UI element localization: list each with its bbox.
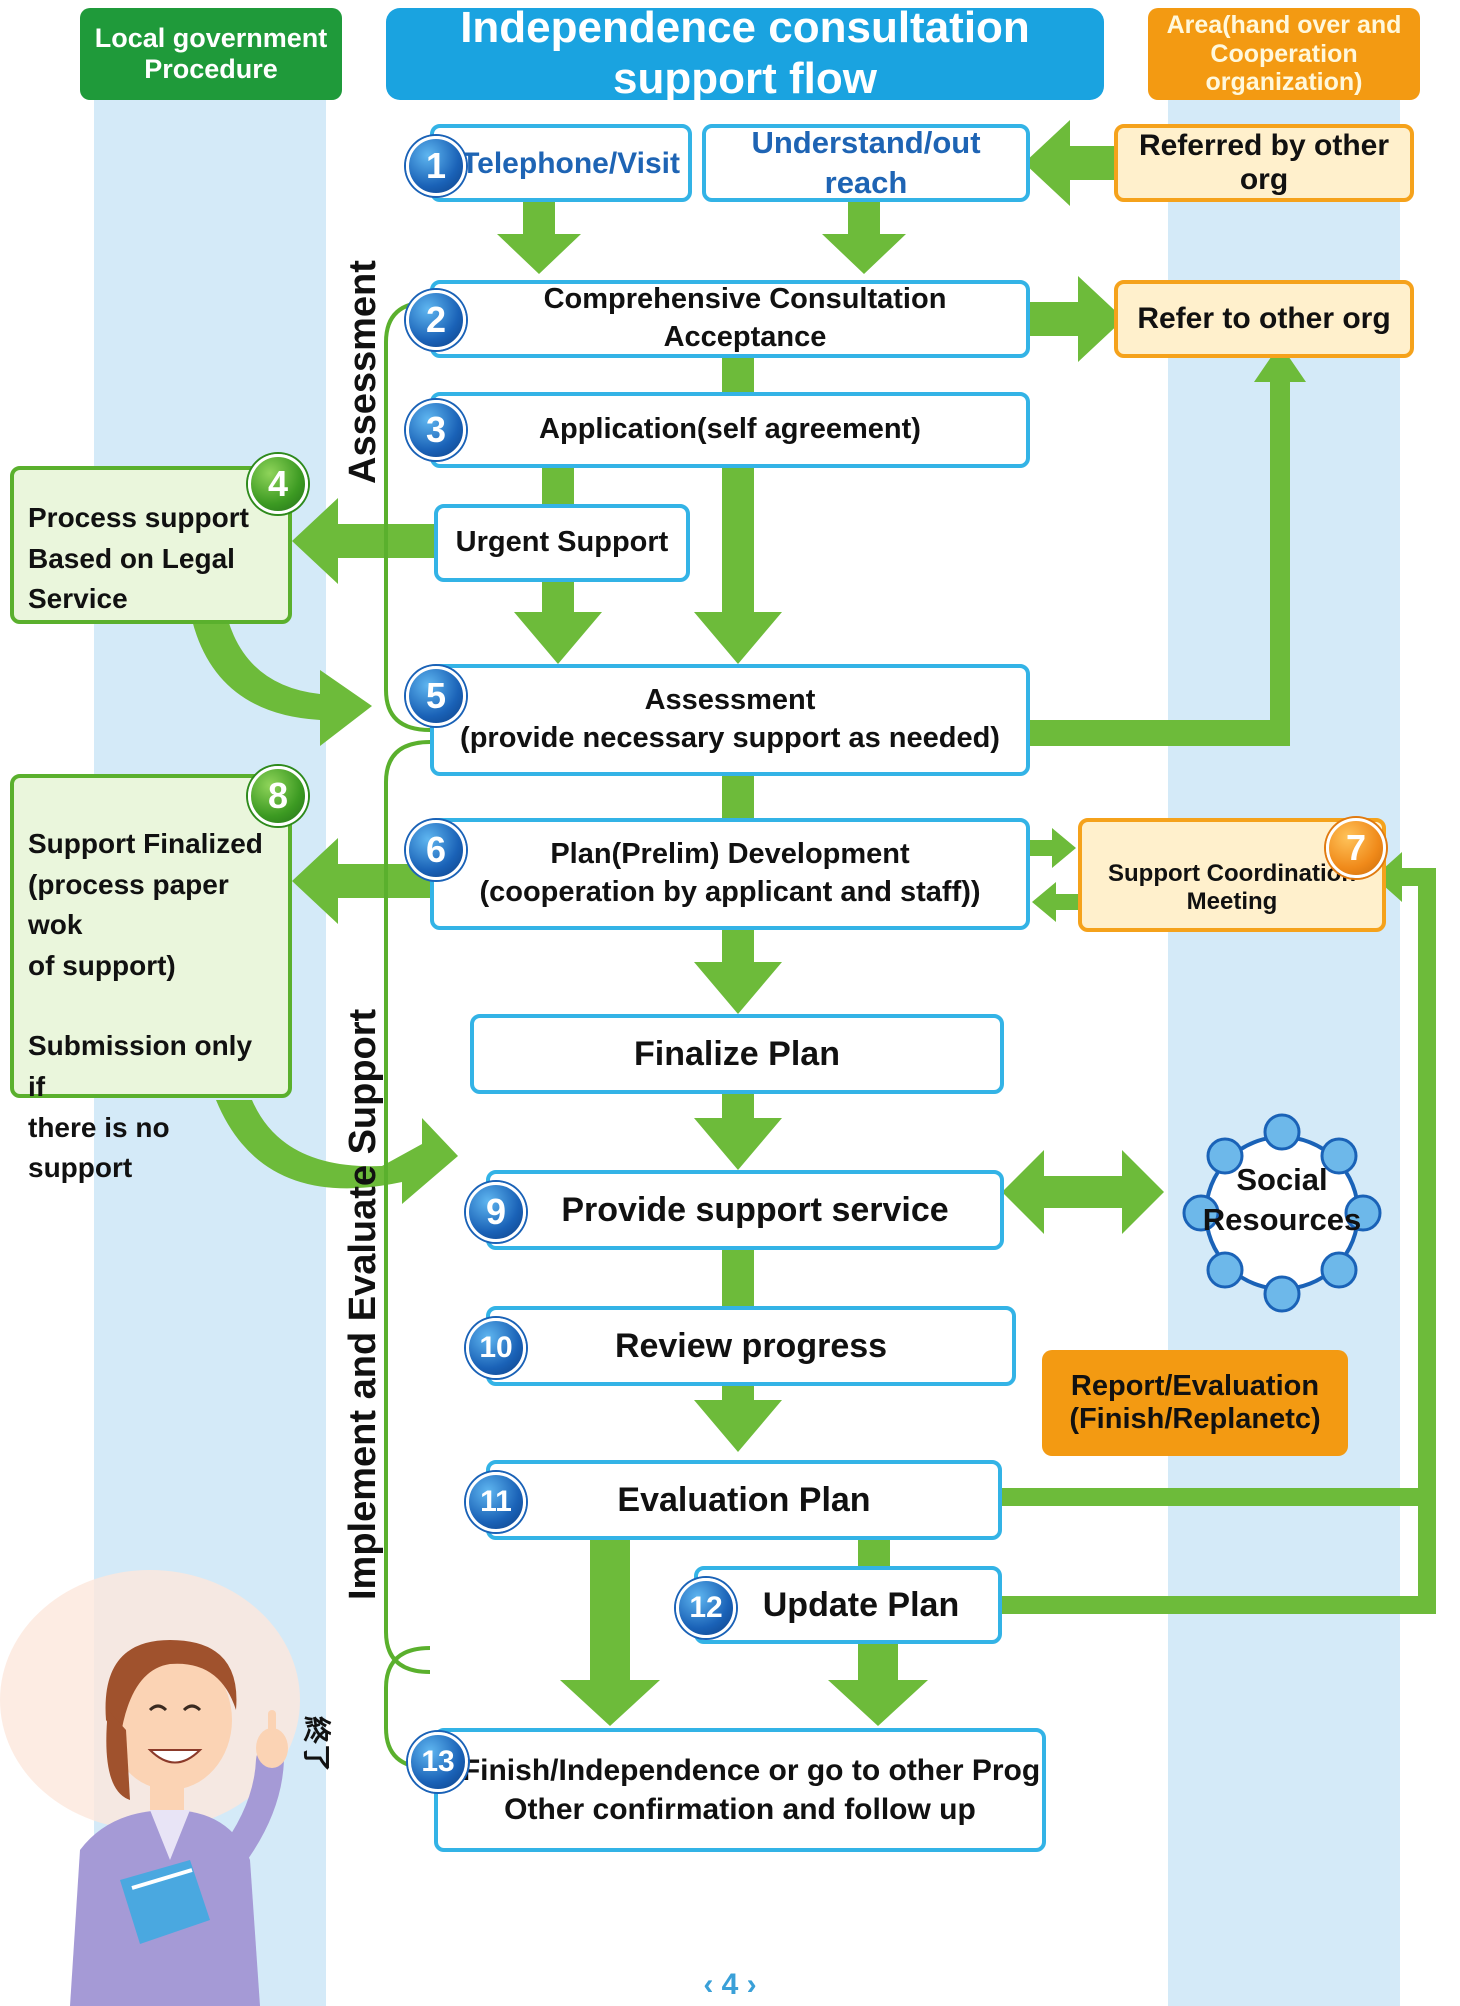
step-10-review-progress: Review progress <box>486 1306 1016 1386</box>
bracket-implement <box>384 740 431 1674</box>
arrow-urgent-to-5 <box>514 612 602 664</box>
arrow-refer-out <box>1030 276 1124 362</box>
arrow-finalize-to-9 <box>694 1118 782 1170</box>
line-3-urgent <box>542 466 574 504</box>
step-9-provide-support-service: Provide support service <box>486 1170 1004 1250</box>
step-5-assessment: Assessment (provide necessary support as… <box>430 664 1030 776</box>
header-local-government: Local government Procedure <box>80 8 342 100</box>
social-resources-label: Social Resources <box>1202 1162 1362 1238</box>
phase-assessment-label: Assessment <box>342 260 384 484</box>
arrow-9-social <box>1002 1150 1164 1234</box>
step-13-finish-independence: Finish/Independence or go to other Prog … <box>434 1728 1046 1852</box>
arrow-6-to-finalize <box>694 962 782 1014</box>
step-10-badge: 10 <box>466 1318 526 1378</box>
step-12-badge: 12 <box>676 1578 736 1638</box>
line-2-3 <box>722 354 754 394</box>
line-3-5 <box>722 466 754 616</box>
line-5-refer <box>1024 344 1306 746</box>
page-number: ‹ 4 › <box>703 1968 757 2001</box>
step-9-badge: 9 <box>466 1182 526 1242</box>
step-2-badge: 2 <box>406 290 466 350</box>
step-8-support-finalized: Support Finalized (process paper wok of … <box>10 774 292 1183</box>
step-8-badge: 8 <box>248 766 308 826</box>
arrow-8-to-finalize <box>216 1100 458 1204</box>
social-resources-ring <box>1182 1113 1382 1313</box>
step-5-badge: 5 <box>406 666 466 726</box>
finalize-plan: Finalize Plan <box>470 1014 1004 1094</box>
arrow-6-to-8 <box>292 838 434 924</box>
line-urgent-5 <box>542 580 574 616</box>
arrow-7-to-6 <box>1032 882 1078 922</box>
arrow-6-to-7 <box>1030 828 1076 868</box>
resource-node <box>1320 1251 1358 1289</box>
line-11-13 <box>590 1536 630 1686</box>
step-11-evaluation-plan: Evaluation Plan <box>486 1460 1002 1540</box>
arrow-main-to-5 <box>694 612 782 664</box>
step-6-plan-development: Plan(Prelim) Development (cooperation by… <box>430 818 1030 930</box>
step-12-update-plan: Update Plan <box>694 1566 1002 1644</box>
step-3-application: Application(self agreement) <box>430 392 1030 468</box>
resource-node <box>1182 1194 1220 1232</box>
step-2-consultation-acceptance: Comprehensive Consultation Acceptance <box>430 280 1030 358</box>
bracket-end <box>384 1646 431 1770</box>
line-11-12 <box>858 1536 890 1566</box>
line-12-right <box>1000 1596 1436 1614</box>
step-6-badge: 6 <box>406 820 466 880</box>
resource-node <box>1263 1275 1301 1313</box>
resource-node <box>1344 1194 1382 1232</box>
line-5-6 <box>722 776 754 820</box>
referred-by-other-org: Referred by other org <box>1114 124 1414 202</box>
step-13-badge: 13 <box>408 1732 468 1792</box>
step-4-process-support: Process support Based on Legal Service <box>10 466 292 624</box>
bracket-assessment <box>384 300 431 732</box>
phase-implement-label: Implement and Evaluate Support <box>342 1008 384 1600</box>
arrow-referred-left <box>1024 120 1114 206</box>
resource-node <box>1320 1137 1358 1175</box>
presenter-illustration <box>0 1570 300 2006</box>
line-right-vertical <box>1418 868 1436 1614</box>
report-evaluation: Report/Evaluation (Finish/Replanetc) <box>1042 1350 1348 1456</box>
line-11-right <box>1000 1488 1436 1506</box>
line-6-finalize <box>722 928 754 966</box>
refer-to-other-org: Refer to other org <box>1114 280 1414 358</box>
arrow-urgent-to-4 <box>292 498 434 584</box>
step-1-telephone-visit: Telephone/Visit <box>430 124 692 202</box>
step-1-badge: 1 <box>406 136 466 196</box>
step-7-badge: 7 <box>1326 818 1386 878</box>
line-12-13 <box>858 1640 898 1686</box>
arrow-loop-to-7 <box>1374 852 1436 902</box>
arrow-1a-down <box>497 200 581 274</box>
step-3-badge: 3 <box>406 400 466 460</box>
step-1-understand-outreach: Understand/out reach <box>702 124 1030 202</box>
step-4-badge: 4 <box>248 454 308 514</box>
arrow-1b-down <box>822 200 906 274</box>
header-area: Area(hand over and Cooperation organizat… <box>1148 8 1420 100</box>
step-11-badge: 11 <box>466 1472 526 1532</box>
arrow-10-to-11 <box>694 1400 782 1452</box>
resource-node <box>1263 1113 1301 1151</box>
arrow-11-to-13 <box>560 1680 660 1726</box>
arrow-12-to-13 <box>828 1680 928 1726</box>
arrow-4-to-5 <box>192 620 372 746</box>
line-9-10 <box>722 1250 754 1310</box>
header-title: Independence consultation support flow <box>386 3 1104 103</box>
resource-node <box>1206 1251 1244 1289</box>
urgent-support: Urgent Support <box>434 504 690 582</box>
resource-node <box>1206 1137 1244 1175</box>
